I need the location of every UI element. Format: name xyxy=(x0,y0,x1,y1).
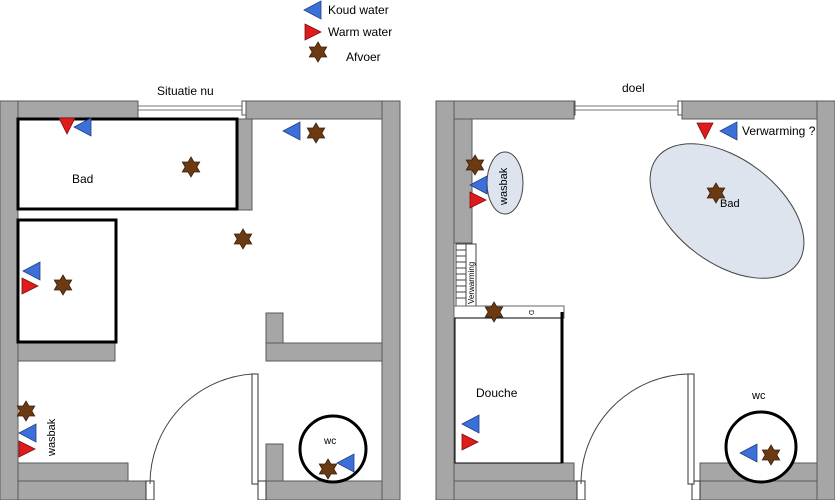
right-heater-label: Verwarming xyxy=(467,262,476,304)
right-walls xyxy=(435,100,835,500)
right-shower xyxy=(454,317,563,464)
legend: Koud water Warm water Afvoer xyxy=(303,0,392,64)
right-bath-label: Bad xyxy=(720,198,740,210)
legend-warm-label: Warm water xyxy=(328,25,392,39)
right-drain-pipe xyxy=(453,305,565,319)
left-bath-label: Bad xyxy=(72,172,93,186)
legend-cold-label: Koud water xyxy=(328,3,389,17)
warm-water-icon xyxy=(304,23,322,41)
right-sink-label: wasbak xyxy=(498,167,510,206)
right-bath xyxy=(649,143,805,279)
left-window xyxy=(132,100,248,116)
left-floor-drain-icon xyxy=(233,228,253,250)
right-plan: doel xyxy=(435,81,835,500)
right-bath-warm-icon xyxy=(696,122,714,140)
left-corner-drain-icon xyxy=(306,122,326,144)
left-sink-warm-icon xyxy=(18,440,36,458)
left-bath xyxy=(16,117,239,211)
left-toilet-label: wc xyxy=(323,436,336,447)
right-heater-note: Verwarming ? xyxy=(742,124,816,138)
left-corner-cold-icon xyxy=(282,121,301,141)
right-plan-title: doel xyxy=(622,81,645,95)
legend-drain-label: Afvoer xyxy=(346,50,381,64)
left-plan-title: Situatie nu xyxy=(157,84,214,98)
right-shower-label: Douche xyxy=(476,386,518,400)
left-sink-drain-icon xyxy=(16,400,36,422)
right-door xyxy=(576,373,701,500)
right-bath-cold-icon xyxy=(719,121,738,141)
left-walls xyxy=(0,100,401,500)
right-toilet xyxy=(724,410,798,484)
right-sink-warm-icon xyxy=(469,191,487,209)
left-sink-label: wasbak xyxy=(46,418,58,457)
right-window xyxy=(569,100,684,116)
right-heater: Verwarming xyxy=(455,243,477,307)
left-sink-cold-icon xyxy=(18,423,37,443)
right-toilet-label: wc xyxy=(751,390,766,402)
left-door xyxy=(145,373,267,500)
right-sink-cold-icon xyxy=(469,175,488,195)
left-plan: Situatie nu Bad xyxy=(0,84,401,500)
cold-water-icon xyxy=(303,0,322,20)
drain-icon xyxy=(308,41,328,63)
